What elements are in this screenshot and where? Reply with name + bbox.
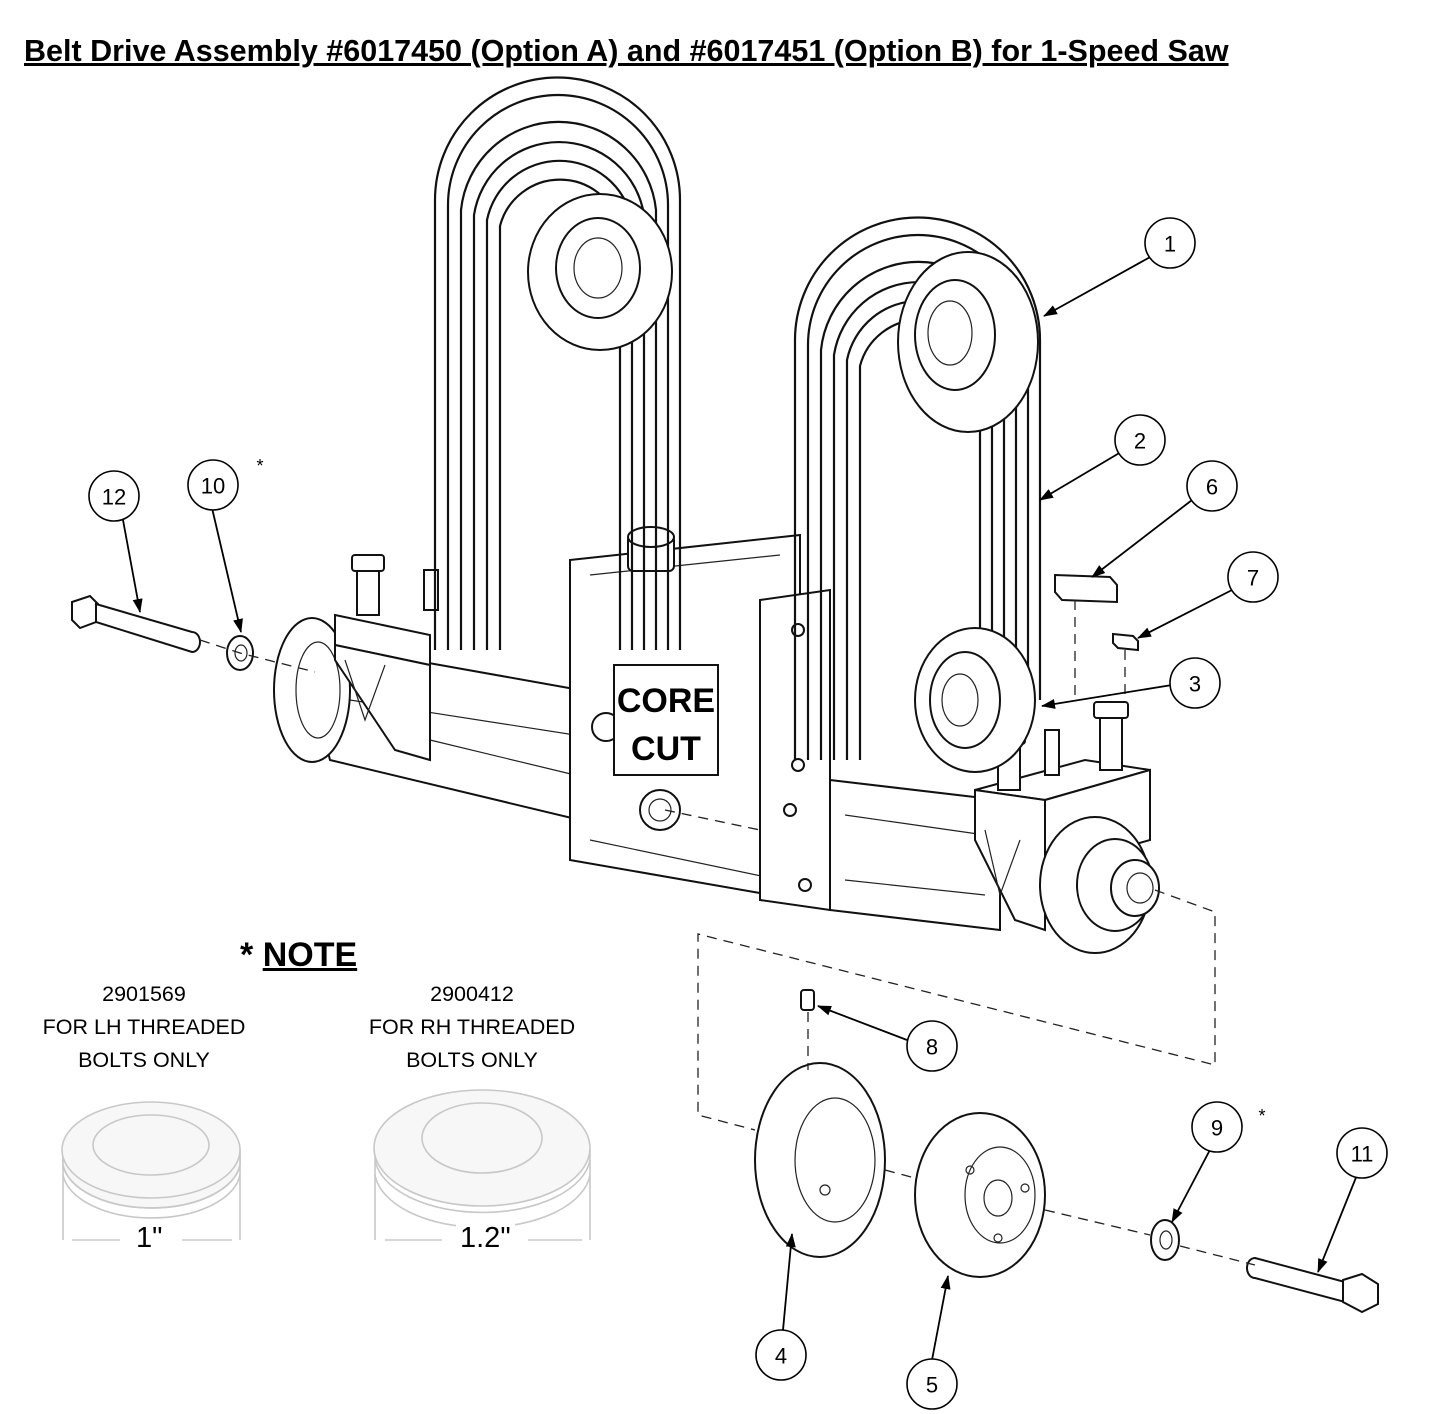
callout-4: 4 bbox=[755, 1329, 807, 1381]
callout-10: 10 bbox=[187, 459, 239, 511]
assembly-guide-lines bbox=[199, 600, 1256, 1266]
logo-line1: CORE bbox=[617, 682, 715, 720]
key-small bbox=[1112, 632, 1139, 652]
flange-hub bbox=[754, 1062, 886, 1258]
bolt-left bbox=[71, 594, 201, 654]
callout-6-label: 6 bbox=[1206, 475, 1218, 500]
note-left: 2901569 FOR LH THREADED BOLTS ONLY bbox=[24, 978, 264, 1077]
callout-9: 9 bbox=[1191, 1101, 1243, 1153]
logo-line2: CUT bbox=[631, 730, 701, 768]
washer-lh-drawing bbox=[61, 1101, 241, 1241]
drive-pulley bbox=[914, 1112, 1046, 1278]
page-title: Belt Drive Assembly #6017450 (Option A) … bbox=[24, 34, 1229, 68]
gearbox-housing bbox=[273, 526, 1160, 954]
callout-8-label: 8 bbox=[926, 1035, 938, 1060]
callout-12-label: 12 bbox=[102, 485, 126, 510]
note-right: 2900412 FOR RH THREADED BOLTS ONLY bbox=[352, 978, 592, 1077]
left-belt-loop bbox=[433, 76, 682, 650]
callout-8: 8 bbox=[906, 1020, 958, 1072]
leader-lines bbox=[122, 255, 1358, 1361]
note-heading: * NOTE bbox=[240, 936, 357, 975]
note-left-line2: BOLTS ONLY bbox=[78, 1048, 210, 1072]
callout-3-label: 3 bbox=[1189, 672, 1201, 697]
note-right-dimension: 1.2" bbox=[456, 1222, 515, 1255]
callout-7-label: 7 bbox=[1247, 566, 1259, 591]
washer-right bbox=[1150, 1219, 1180, 1261]
right-belt-loop bbox=[793, 216, 1042, 773]
note-heading-label: NOTE bbox=[262, 936, 358, 974]
set-screw bbox=[800, 989, 815, 1011]
note-right-line1: FOR RH THREADED bbox=[368, 1015, 576, 1039]
callout-9-label: 9 bbox=[1211, 1116, 1223, 1141]
callout-2-label: 2 bbox=[1134, 429, 1146, 454]
bolt-right bbox=[1246, 1256, 1379, 1314]
note-right-line2: BOLTS ONLY bbox=[406, 1048, 538, 1072]
callout-11-label: 11 bbox=[1351, 1142, 1374, 1167]
callout-1-label: 1 bbox=[1164, 232, 1176, 257]
callout-6: 6 bbox=[1186, 460, 1238, 512]
callout-5-label: 5 bbox=[926, 1373, 938, 1398]
asterisk-9: * bbox=[1258, 1106, 1265, 1126]
callout-5: 5 bbox=[906, 1358, 958, 1410]
callout-7: 7 bbox=[1227, 551, 1279, 603]
callout-4-label: 4 bbox=[775, 1344, 787, 1369]
callout-2: 2 bbox=[1114, 414, 1166, 466]
note-star: * bbox=[240, 936, 263, 974]
washer-rh-drawing bbox=[373, 1089, 591, 1241]
callout-11: 11 bbox=[1336, 1127, 1388, 1179]
asterisk-10: * bbox=[256, 456, 263, 476]
note-left-line1: FOR LH THREADED bbox=[42, 1015, 246, 1039]
note-left-part: 2901569 bbox=[102, 982, 186, 1006]
callout-10-label: 10 bbox=[201, 474, 225, 499]
callout-3: 3 bbox=[1169, 657, 1221, 709]
note-right-part: 2900412 bbox=[430, 982, 514, 1006]
callout-1: 1 bbox=[1144, 217, 1196, 269]
note-left-dimension: 1" bbox=[132, 1222, 167, 1255]
key-large bbox=[1054, 573, 1118, 604]
callout-12: 12 bbox=[88, 470, 140, 522]
